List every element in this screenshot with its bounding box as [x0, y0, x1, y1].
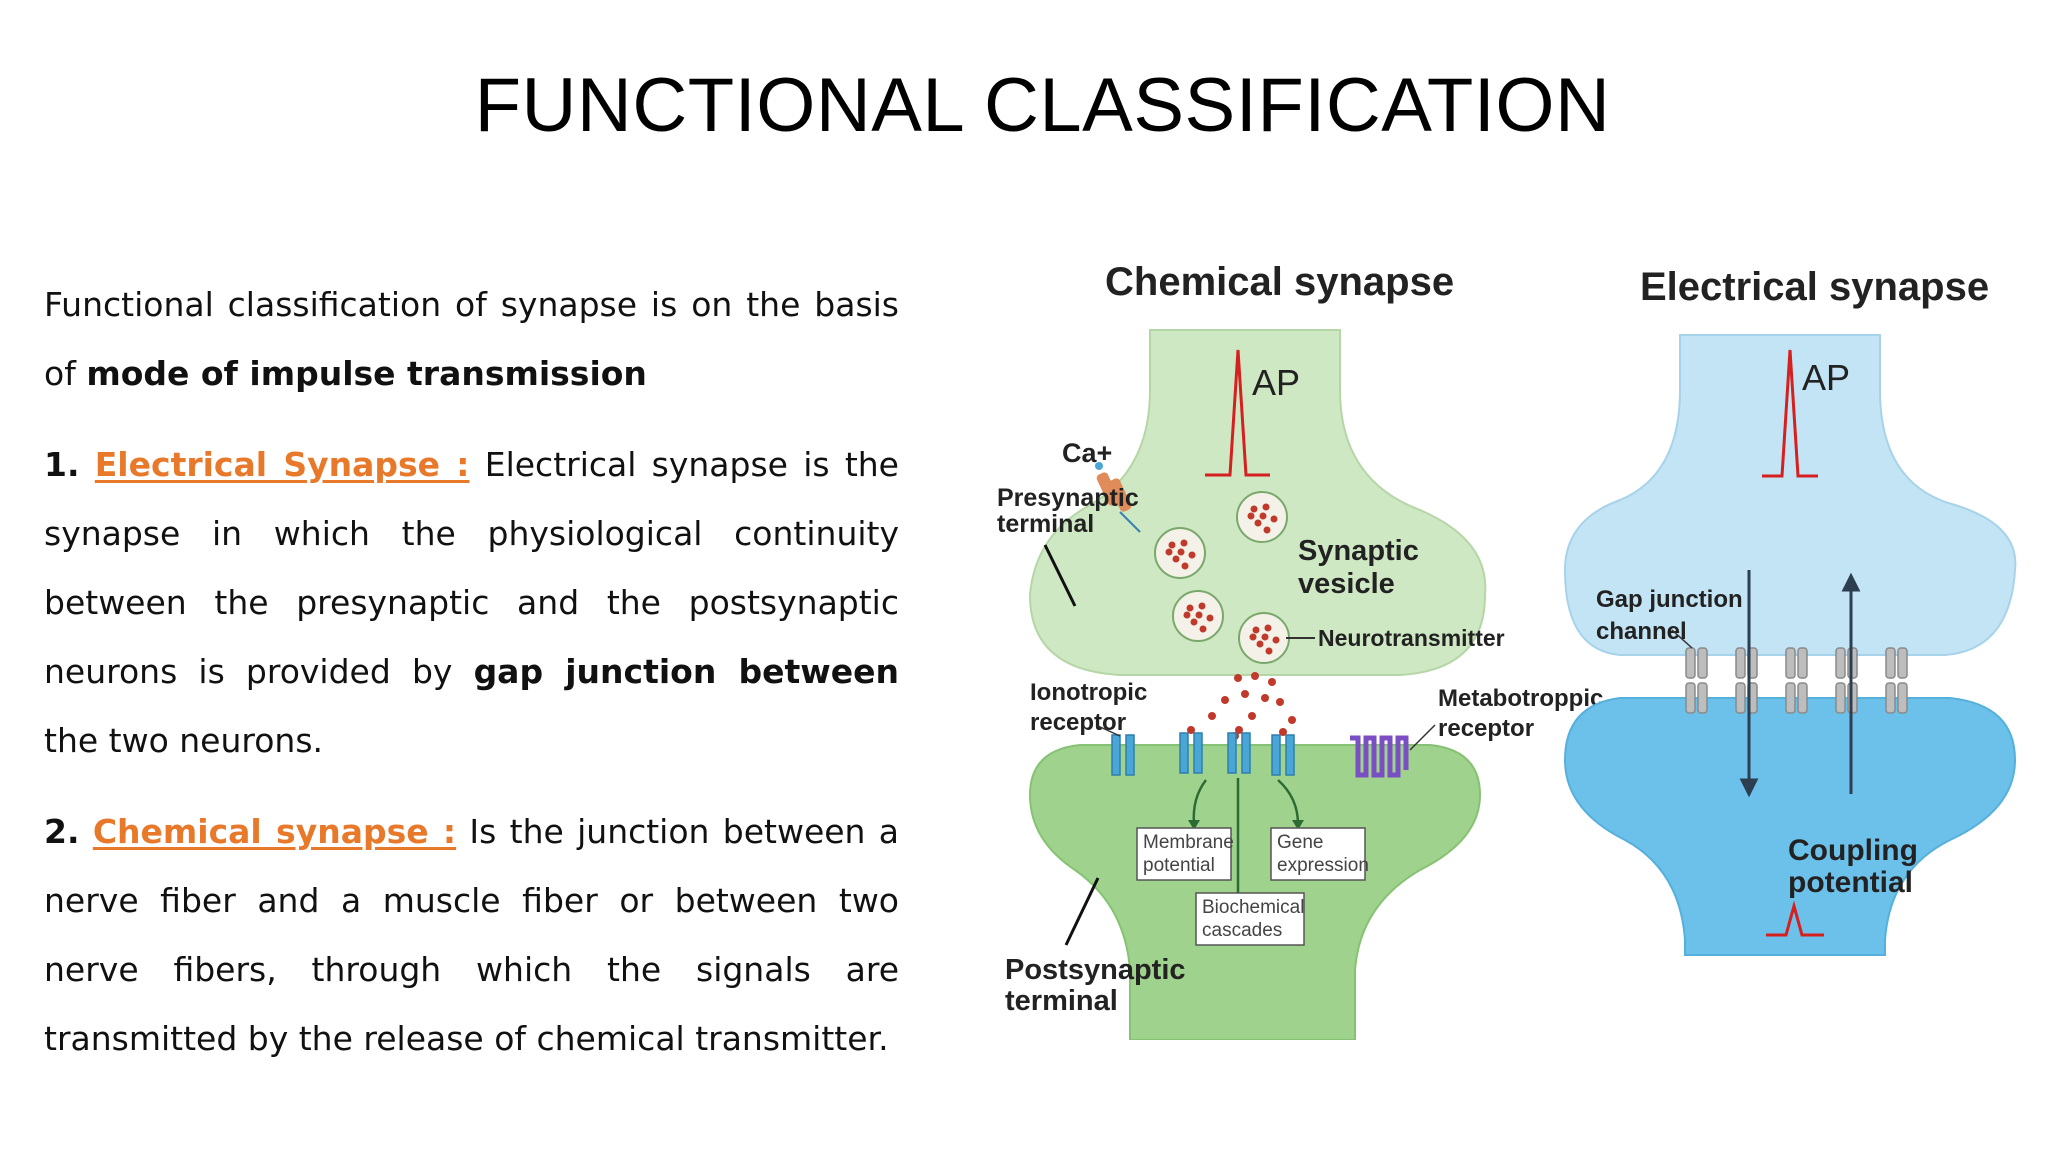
electrical-number: 1. — [44, 445, 80, 484]
gap-junction-label-2: channel — [1596, 618, 1687, 645]
electrical-text-2: the two neurons. — [44, 721, 324, 760]
released-neurotransmitter — [1208, 672, 1296, 740]
postsynaptic-label-1: Postsynaptic — [1005, 954, 1186, 986]
electrical-synapse: Electrical synapse AP Gap junction chann… — [1563, 265, 2017, 956]
ap-label-chemical: AP — [1252, 362, 1300, 403]
postsynaptic-label-2: terminal — [1005, 985, 1118, 1017]
chemical-synapse-link[interactable]: Chemical synapse : — [92, 812, 457, 851]
gene-label-1: Gene — [1277, 832, 1323, 853]
postsynaptic-pointer — [1064, 877, 1100, 946]
gene-label-2: expression — [1277, 855, 1369, 876]
chemical-paragraph: 2. Chemical synapse : Is the junction be… — [44, 797, 899, 1073]
electrical-synapse-title: Electrical synapse — [1640, 265, 1989, 309]
calcium-channel — [1095, 462, 1141, 533]
bio-label-2: cascades — [1202, 920, 1282, 941]
signal-arrows — [1192, 778, 1300, 910]
bio-label-1: Biochemical — [1202, 897, 1304, 918]
electrical-text-1: Electrical synapse is the synapse in whi… — [44, 445, 899, 691]
metabotropic-receptor — [1350, 735, 1409, 778]
synaptic-vesicles — [1154, 491, 1290, 664]
ionotropic-label-1: Ionotropic — [1030, 679, 1147, 706]
membrane-potential-box — [1136, 827, 1232, 881]
metabotropic-label-1: Metabotroppic — [1438, 685, 1603, 712]
metabotropic-label-2: receptor — [1438, 715, 1534, 742]
coupling-potential-trace — [1766, 900, 1824, 937]
synapse-diagram: AP Chemical synapse Ca+ Presynaptic term… — [997, 260, 2017, 1040]
presynaptic-label-1: Presynaptic — [997, 484, 1139, 512]
calcium-label: Ca+ — [1062, 438, 1112, 468]
electrical-presynaptic-shape — [1563, 334, 2017, 656]
chemical-synapse: AP Chemical synapse Ca+ Presynaptic term… — [997, 260, 1603, 1040]
electrical-synapse-link[interactable]: Electrical Synapse : — [94, 445, 470, 484]
gap-junction-label-1: Gap junction — [1596, 586, 1743, 613]
text-column: Functional classification of synapse is … — [44, 270, 899, 1073]
presynaptic-label-2: terminal — [997, 510, 1094, 538]
presynaptic-pointer — [1043, 544, 1077, 607]
coupling-label-1: Coupling — [1788, 834, 1918, 867]
electrical-bold: gap junction between — [473, 652, 899, 691]
current-arrows — [1739, 570, 1861, 798]
ap-trace-electrical — [1762, 349, 1818, 478]
intro-paragraph: Functional classification of synapse is … — [44, 270, 899, 408]
intro-bold: mode of impulse transmission — [86, 354, 647, 393]
coupling-label-2: potential — [1788, 866, 1913, 899]
chemical-text: Is the junction between a nerve fiber an… — [44, 812, 899, 1058]
membrane-label-1: Membrane — [1143, 832, 1234, 853]
electrical-paragraph: 1. Electrical Synapse : Electrical synap… — [44, 430, 899, 775]
biochemical-cascades-box — [1195, 892, 1305, 946]
synaptic-vesicle-label-1: Synaptic — [1298, 535, 1419, 567]
chemical-number: 2. — [44, 812, 80, 851]
ap-label-electrical: AP — [1802, 357, 1850, 398]
slide-title: FUNCTIONAL CLASSIFICATION — [474, 63, 1611, 148]
gene-expression-box — [1270, 827, 1366, 881]
synaptic-vesicle-label-2: vesicle — [1298, 568, 1395, 600]
membrane-label-2: potential — [1143, 855, 1215, 876]
electrical-postsynaptic-shape — [1563, 697, 2017, 956]
ionotropic-receptors — [1111, 732, 1295, 776]
neurotransmitter-label: Neurotransmitter — [1318, 625, 1505, 651]
ap-trace-chemical — [1205, 349, 1270, 477]
intro-text: Functional classification of synapse is … — [44, 285, 899, 393]
chemical-synapse-title: Chemical synapse — [1105, 260, 1454, 304]
